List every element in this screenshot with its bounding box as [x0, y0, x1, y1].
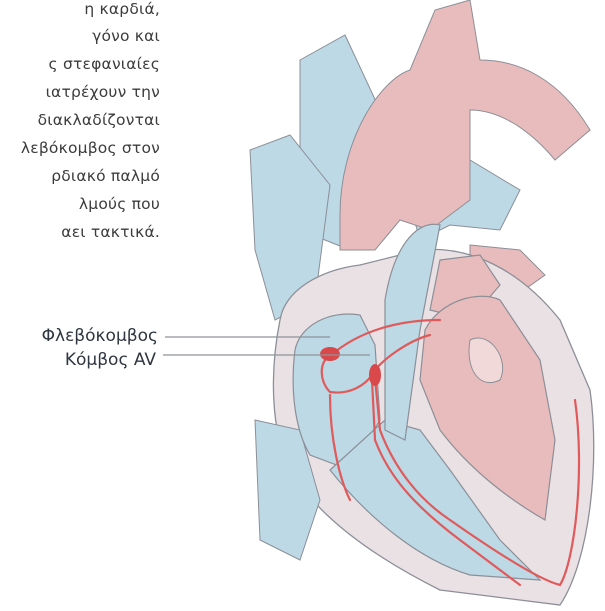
paragraph-line: γόνο και: [92, 27, 160, 45]
paragraph-line: ς στεφανιαίες: [49, 55, 160, 73]
sinoatrial-node: [320, 347, 340, 361]
atrioventricular-node: [369, 364, 381, 386]
paragraph-line: ιατρέχουν την: [46, 83, 160, 101]
paragraph-line: αει τακτικά.: [61, 223, 160, 241]
description-paragraph: η καρδιά, γόνο και ς στεφανιαίες ιατρέχο…: [0, 0, 160, 265]
paragraph-line: ρδιακό παλμό: [51, 167, 160, 185]
paragraph-line: διακλαδίζονται: [38, 111, 160, 129]
paragraph-line: η καρδιά,: [84, 0, 160, 18]
av-node-label: Κόμβος AV: [65, 350, 156, 370]
paragraph-line: λμούς που: [79, 195, 160, 213]
sa-node-label: Φλεβόκομβος: [42, 326, 158, 346]
paragraph-line: λεβόκομβος στον: [21, 139, 160, 157]
